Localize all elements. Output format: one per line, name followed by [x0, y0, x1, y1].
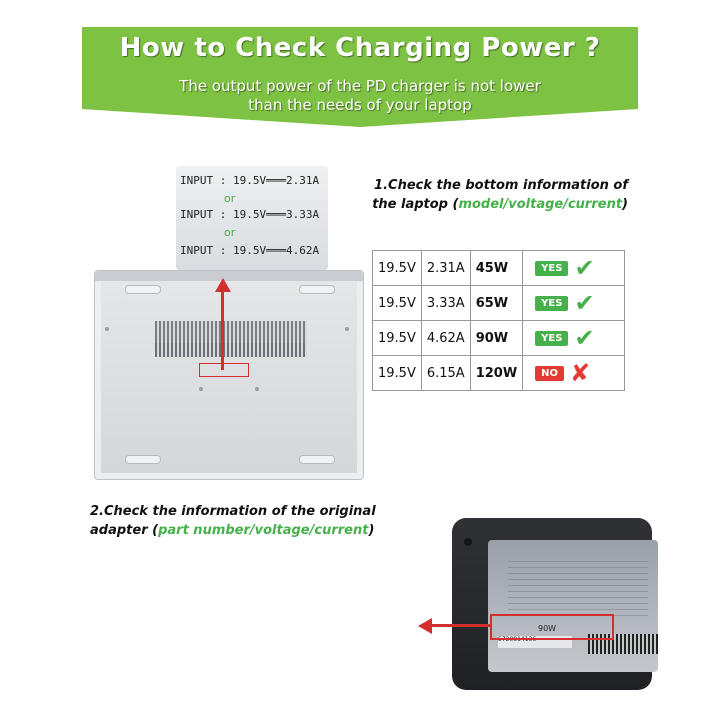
page-title: How to Check Charging Power ?: [119, 33, 601, 63]
subtitle-line-1: The output power of the PD charger is no…: [179, 77, 541, 95]
label-fine-print: [508, 560, 648, 616]
arrow-left-icon: [418, 618, 432, 634]
step-2-prefix: adapter (: [90, 523, 159, 538]
step-2-highlight: part number/voltage/current: [158, 523, 369, 538]
screw: [105, 327, 109, 331]
input-spec-row: INPUT : 19.5V═══2.31A: [180, 174, 320, 187]
arrow-shaft: [432, 624, 490, 627]
step-2-text: 2.Check the information of the original …: [90, 502, 400, 540]
current-cell: 3.33A: [420, 285, 471, 321]
step-2-line-1: 2.Check the information of the original: [90, 504, 376, 519]
checkmark-icon: ✔: [574, 289, 595, 317]
laptop-bottom-image: [94, 270, 364, 480]
cross-icon: ✘: [570, 359, 591, 387]
result-cell: NO ✘: [522, 355, 626, 391]
yes-badge: YES: [535, 260, 569, 276]
header-banner: How to Check Charging Power ? The output…: [82, 27, 638, 127]
current-cell: 6.15A: [420, 355, 471, 391]
vent-grille: [155, 343, 307, 357]
rubber-foot: [125, 285, 161, 294]
watts-cell: 45W: [469, 250, 524, 286]
input-spec-row: INPUT : 19.5V═══3.33A: [180, 208, 320, 221]
voltage-cell: 19.5V: [372, 250, 422, 286]
yes-badge: YES: [535, 330, 569, 346]
checkmark-icon: ✔: [574, 324, 595, 352]
checkmark-icon: ✔: [574, 254, 595, 282]
label-highlight-box: [199, 363, 249, 377]
no-badge: NO: [535, 365, 565, 381]
step-1-text: 1.Check the bottom information of the la…: [344, 176, 628, 214]
watts-cell: 120W: [469, 355, 524, 391]
laptop-input-label: INPUT : 19.5V═══2.31A or INPUT : 19.5V══…: [176, 166, 328, 270]
rubber-foot: [299, 285, 335, 294]
current-cell: 4.62A: [420, 320, 471, 356]
adapter-image: 5720814136: [452, 518, 658, 690]
power-highlight-box: [490, 614, 614, 640]
result-cell: YES ✔: [522, 285, 626, 321]
subtitle-line-2: than the needs of your laptop: [248, 96, 472, 114]
adapter-label: 5720814136: [488, 540, 658, 672]
rubber-foot: [299, 455, 335, 464]
step-2-suffix: ): [368, 523, 375, 538]
screw: [255, 387, 259, 391]
rubber-foot: [125, 455, 161, 464]
current-cell: 2.31A: [420, 250, 471, 286]
arrow-shaft: [221, 290, 224, 370]
voltage-cell: 19.5V: [372, 320, 422, 356]
result-cell: YES ✔: [522, 250, 626, 286]
voltage-cell: 19.5V: [372, 285, 422, 321]
step-1-prefix: the laptop (: [372, 197, 459, 212]
laptop-hinge-edge: [95, 271, 363, 281]
step-2-line-2: adapter (part number/voltage/current): [90, 521, 400, 540]
voltage-cell: 19.5V: [372, 355, 422, 391]
screw: [199, 387, 203, 391]
step-1-highlight: model/voltage/current: [458, 197, 623, 212]
input-spec-row: INPUT : 19.5V═══4.62A: [180, 244, 320, 257]
or-separator: or: [224, 192, 236, 205]
adapter-power-rating: 90W: [538, 624, 557, 633]
arrow-up-icon: [215, 278, 231, 292]
adapter-screw: [464, 538, 472, 546]
yes-badge: YES: [535, 295, 569, 311]
or-separator: or: [224, 226, 236, 239]
watts-cell: 65W: [469, 285, 524, 321]
result-cell: YES ✔: [522, 320, 626, 356]
step-1-line-2: the laptop (model/voltage/current): [344, 195, 628, 214]
watts-cell: 90W: [469, 320, 524, 356]
screw: [345, 327, 349, 331]
page-subtitle: The output power of the PD charger is no…: [82, 77, 638, 115]
step-1-line-1: 1.Check the bottom information of: [374, 178, 628, 193]
step-1-suffix: ): [622, 197, 628, 212]
